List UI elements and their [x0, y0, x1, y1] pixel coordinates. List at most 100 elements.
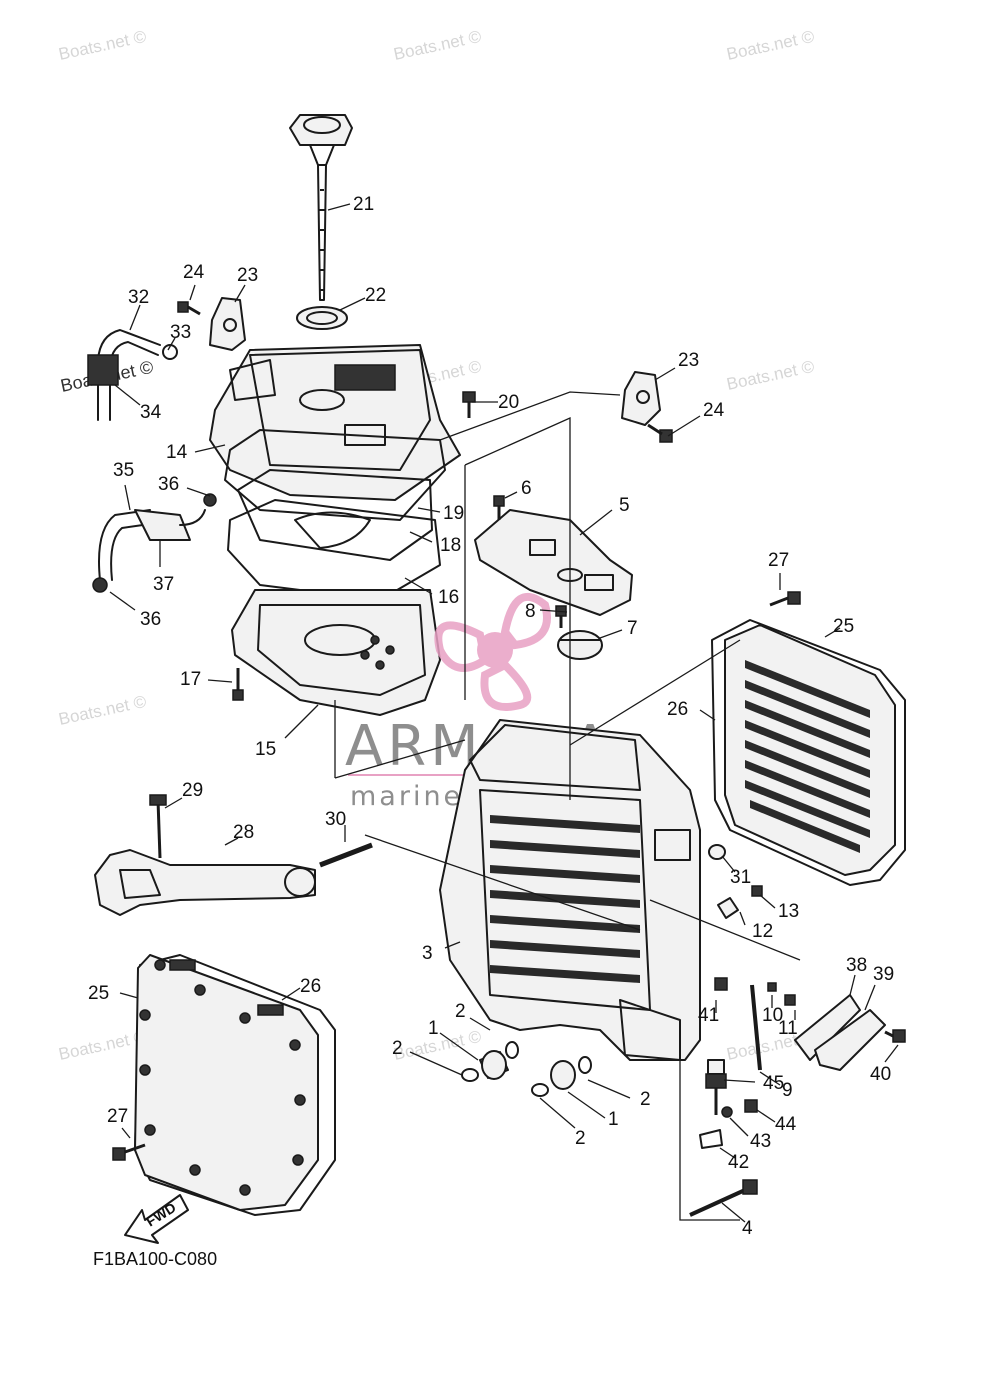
diagram-code: F1BA100-C080 [93, 1249, 217, 1269]
callout-36b: 36 [140, 609, 161, 630]
callout-43: 43 [750, 1131, 771, 1152]
callout-31: 31 [730, 867, 751, 888]
callout-14: 14 [166, 442, 188, 463]
callout-33: 33 [170, 322, 191, 343]
callout-21: 21 [353, 194, 374, 215]
callout-26b: 26 [300, 976, 321, 997]
callout-2b: 2 [392, 1038, 403, 1059]
cover-plate [474, 495, 633, 616]
bolt-24-top [177, 301, 201, 316]
gasket-16 [227, 499, 441, 601]
callout-1b: 1 [608, 1109, 619, 1130]
callout-36: 36 [158, 474, 179, 495]
sensor-rod [750, 982, 796, 1071]
bracket-left [209, 297, 246, 351]
watermark-text: Boats.net © [57, 27, 149, 64]
callout-44: 44 [775, 1114, 797, 1135]
callout-32: 32 [128, 287, 149, 308]
callout-28: 28 [233, 822, 254, 843]
watermark-text: Boats.net © [57, 1027, 149, 1064]
callout-1: 1 [428, 1018, 439, 1039]
fwd-arrow-icon: FWD [124, 1194, 189, 1244]
callout-29: 29 [182, 780, 203, 801]
callout-5: 5 [619, 495, 630, 516]
callout-27b: 27 [107, 1106, 128, 1127]
bracket-right [621, 371, 673, 443]
callout-17: 17 [180, 669, 201, 690]
callout-24: 24 [183, 262, 205, 283]
plug-31 [708, 844, 726, 860]
bolt-4 [689, 1179, 758, 1217]
callout-12: 12 [752, 921, 773, 942]
callout-18: 18 [440, 535, 461, 556]
callout-27: 27 [768, 550, 789, 571]
watermark-text: Boats.net © [392, 27, 484, 64]
callout-10: 10 [762, 1005, 783, 1026]
fwd-label: FWD [143, 1199, 179, 1229]
callout-2d: 2 [575, 1128, 586, 1149]
gasket-18 [237, 469, 433, 561]
oil-pan [231, 589, 441, 716]
callout-37: 37 [153, 574, 174, 595]
bolt-27-right [769, 591, 801, 607]
callout-6: 6 [521, 478, 532, 499]
watermark-text: Boats.net © [725, 357, 817, 394]
callout-15: 15 [255, 739, 276, 760]
exhaust-plate [794, 994, 906, 1071]
callout-7: 7 [627, 618, 638, 639]
fitting-45 [699, 1059, 758, 1149]
callout-19: 19 [443, 503, 464, 524]
callout-9: 9 [782, 1080, 793, 1101]
callout-8: 8 [525, 601, 536, 622]
watermarks: Boats.net © Boats.net © Boats.net © Boat… [57, 27, 817, 1064]
exhaust-cover-left [134, 954, 336, 1216]
callout-24b: 24 [703, 400, 725, 421]
callout-2: 2 [455, 1001, 466, 1022]
breather-hose-upper [87, 329, 178, 421]
exhaust-cover-right [711, 619, 906, 886]
assembly-lines [334, 391, 801, 1221]
engine-bracket [94, 794, 373, 916]
callout-labels: 21 22 24 23 32 33 34 14 20 23 24 35 36 3… [88, 194, 894, 1239]
dipstick-seal [296, 306, 348, 330]
callout-26: 26 [667, 699, 688, 720]
breather-hose-lower [92, 493, 217, 593]
callout-35: 35 [113, 460, 134, 481]
callout-11: 11 [778, 1018, 798, 1039]
callout-2c: 2 [640, 1089, 651, 1110]
callout-39: 39 [873, 964, 894, 985]
callout-23: 23 [237, 265, 258, 286]
callout-22: 22 [365, 285, 386, 306]
callout-4: 4 [742, 1218, 753, 1239]
callout-23b: 23 [678, 350, 699, 371]
dipstick [289, 114, 353, 301]
fittings [461, 1041, 592, 1097]
valve-cover [209, 344, 461, 501]
watermark-text: Boats.net © [57, 692, 149, 729]
callout-30: 30 [325, 809, 346, 830]
callout-45: 45 [763, 1073, 784, 1094]
bolt-17 [232, 668, 244, 701]
callout-25b: 25 [88, 983, 109, 1004]
bolt-27-left [112, 1143, 146, 1161]
bolt-13 [751, 885, 763, 897]
bolt-41 [714, 977, 728, 991]
callout-13: 13 [778, 901, 799, 922]
cylinder-block [439, 719, 701, 1061]
callout-41: 41 [698, 1005, 719, 1026]
callout-leaders [109, 203, 899, 1223]
callout-38: 38 [846, 955, 867, 976]
brand-logo-icon [434, 592, 551, 711]
callout-34: 34 [140, 402, 162, 423]
collar-12 [717, 897, 739, 919]
callout-42: 42 [728, 1152, 749, 1173]
callout-25: 25 [833, 616, 854, 637]
callout-20: 20 [498, 392, 519, 413]
bolt-20 [462, 391, 476, 418]
callout-40: 40 [870, 1064, 891, 1085]
callout-3: 3 [422, 943, 433, 964]
watermark-text: Boats.net © [725, 27, 817, 64]
callout-16: 16 [438, 587, 459, 608]
gasket-19 [224, 429, 446, 521]
